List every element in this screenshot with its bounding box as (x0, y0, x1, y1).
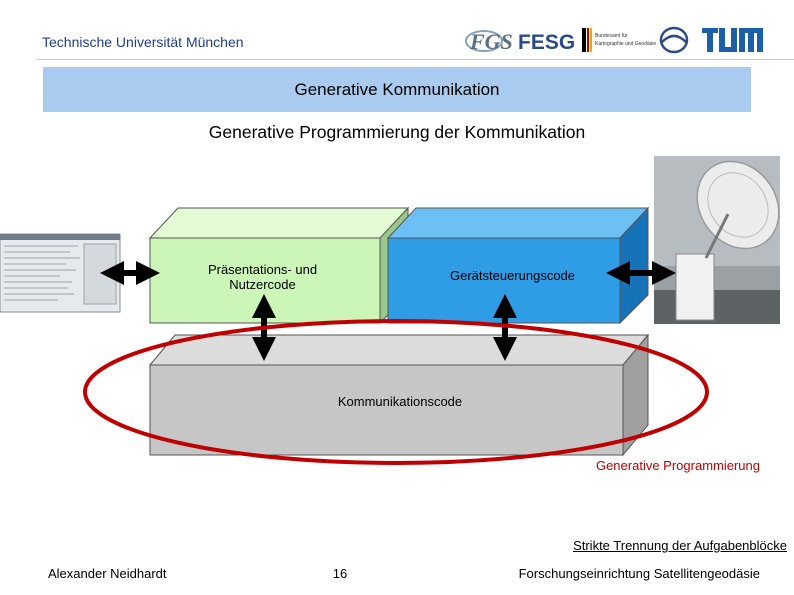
header-institution: Technische Universität München (42, 34, 244, 50)
ministry-logo: Bundesamt für Kartographie und Geodäsie (582, 28, 656, 52)
fgs-logo: FGS (465, 29, 513, 54)
generative-programming-caption: Generative Programmierung (595, 458, 760, 473)
svg-text:FGS: FGS (469, 29, 513, 54)
software-screenshot-image (0, 233, 121, 313)
device-control-block (386, 206, 650, 325)
header-divider (36, 59, 794, 60)
svg-text:Kartographie und Geodäsie: Kartographie und Geodäsie (595, 41, 656, 47)
title-bar (43, 67, 751, 112)
fesg-logo: FESG (518, 31, 575, 54)
slide-title: Generative Kommunikation (294, 80, 500, 99)
tum-logo (702, 28, 763, 52)
footer-organization: Forschungseinrichtung Satellitengeodäsie (518, 566, 760, 581)
device-control-label: Gerätsteuerungscode (449, 268, 576, 283)
footer-author: Alexander Neidhardt (48, 566, 167, 581)
architecture-diagram (0, 156, 780, 465)
communication-label: Kommunikationscode (337, 394, 463, 409)
svg-text:Bundesamt für: Bundesamt für (595, 33, 628, 39)
slide-subtitle: Generative Programmierung der Kommunikat… (208, 122, 586, 142)
partner-logos: FGS FESG Bundesamt für Kartographie und … (465, 26, 763, 54)
radio-telescope-image (654, 156, 780, 324)
generative-programming-ellipse (83, 319, 709, 465)
satellite-dish-logo (659, 26, 689, 54)
strict-separation-note: Strikte Trennung der Aufgabenblöcke (573, 538, 787, 553)
footer-page-number: 16 (332, 566, 348, 581)
presentation-label: Präsentations- und Nutzercode (207, 262, 318, 292)
